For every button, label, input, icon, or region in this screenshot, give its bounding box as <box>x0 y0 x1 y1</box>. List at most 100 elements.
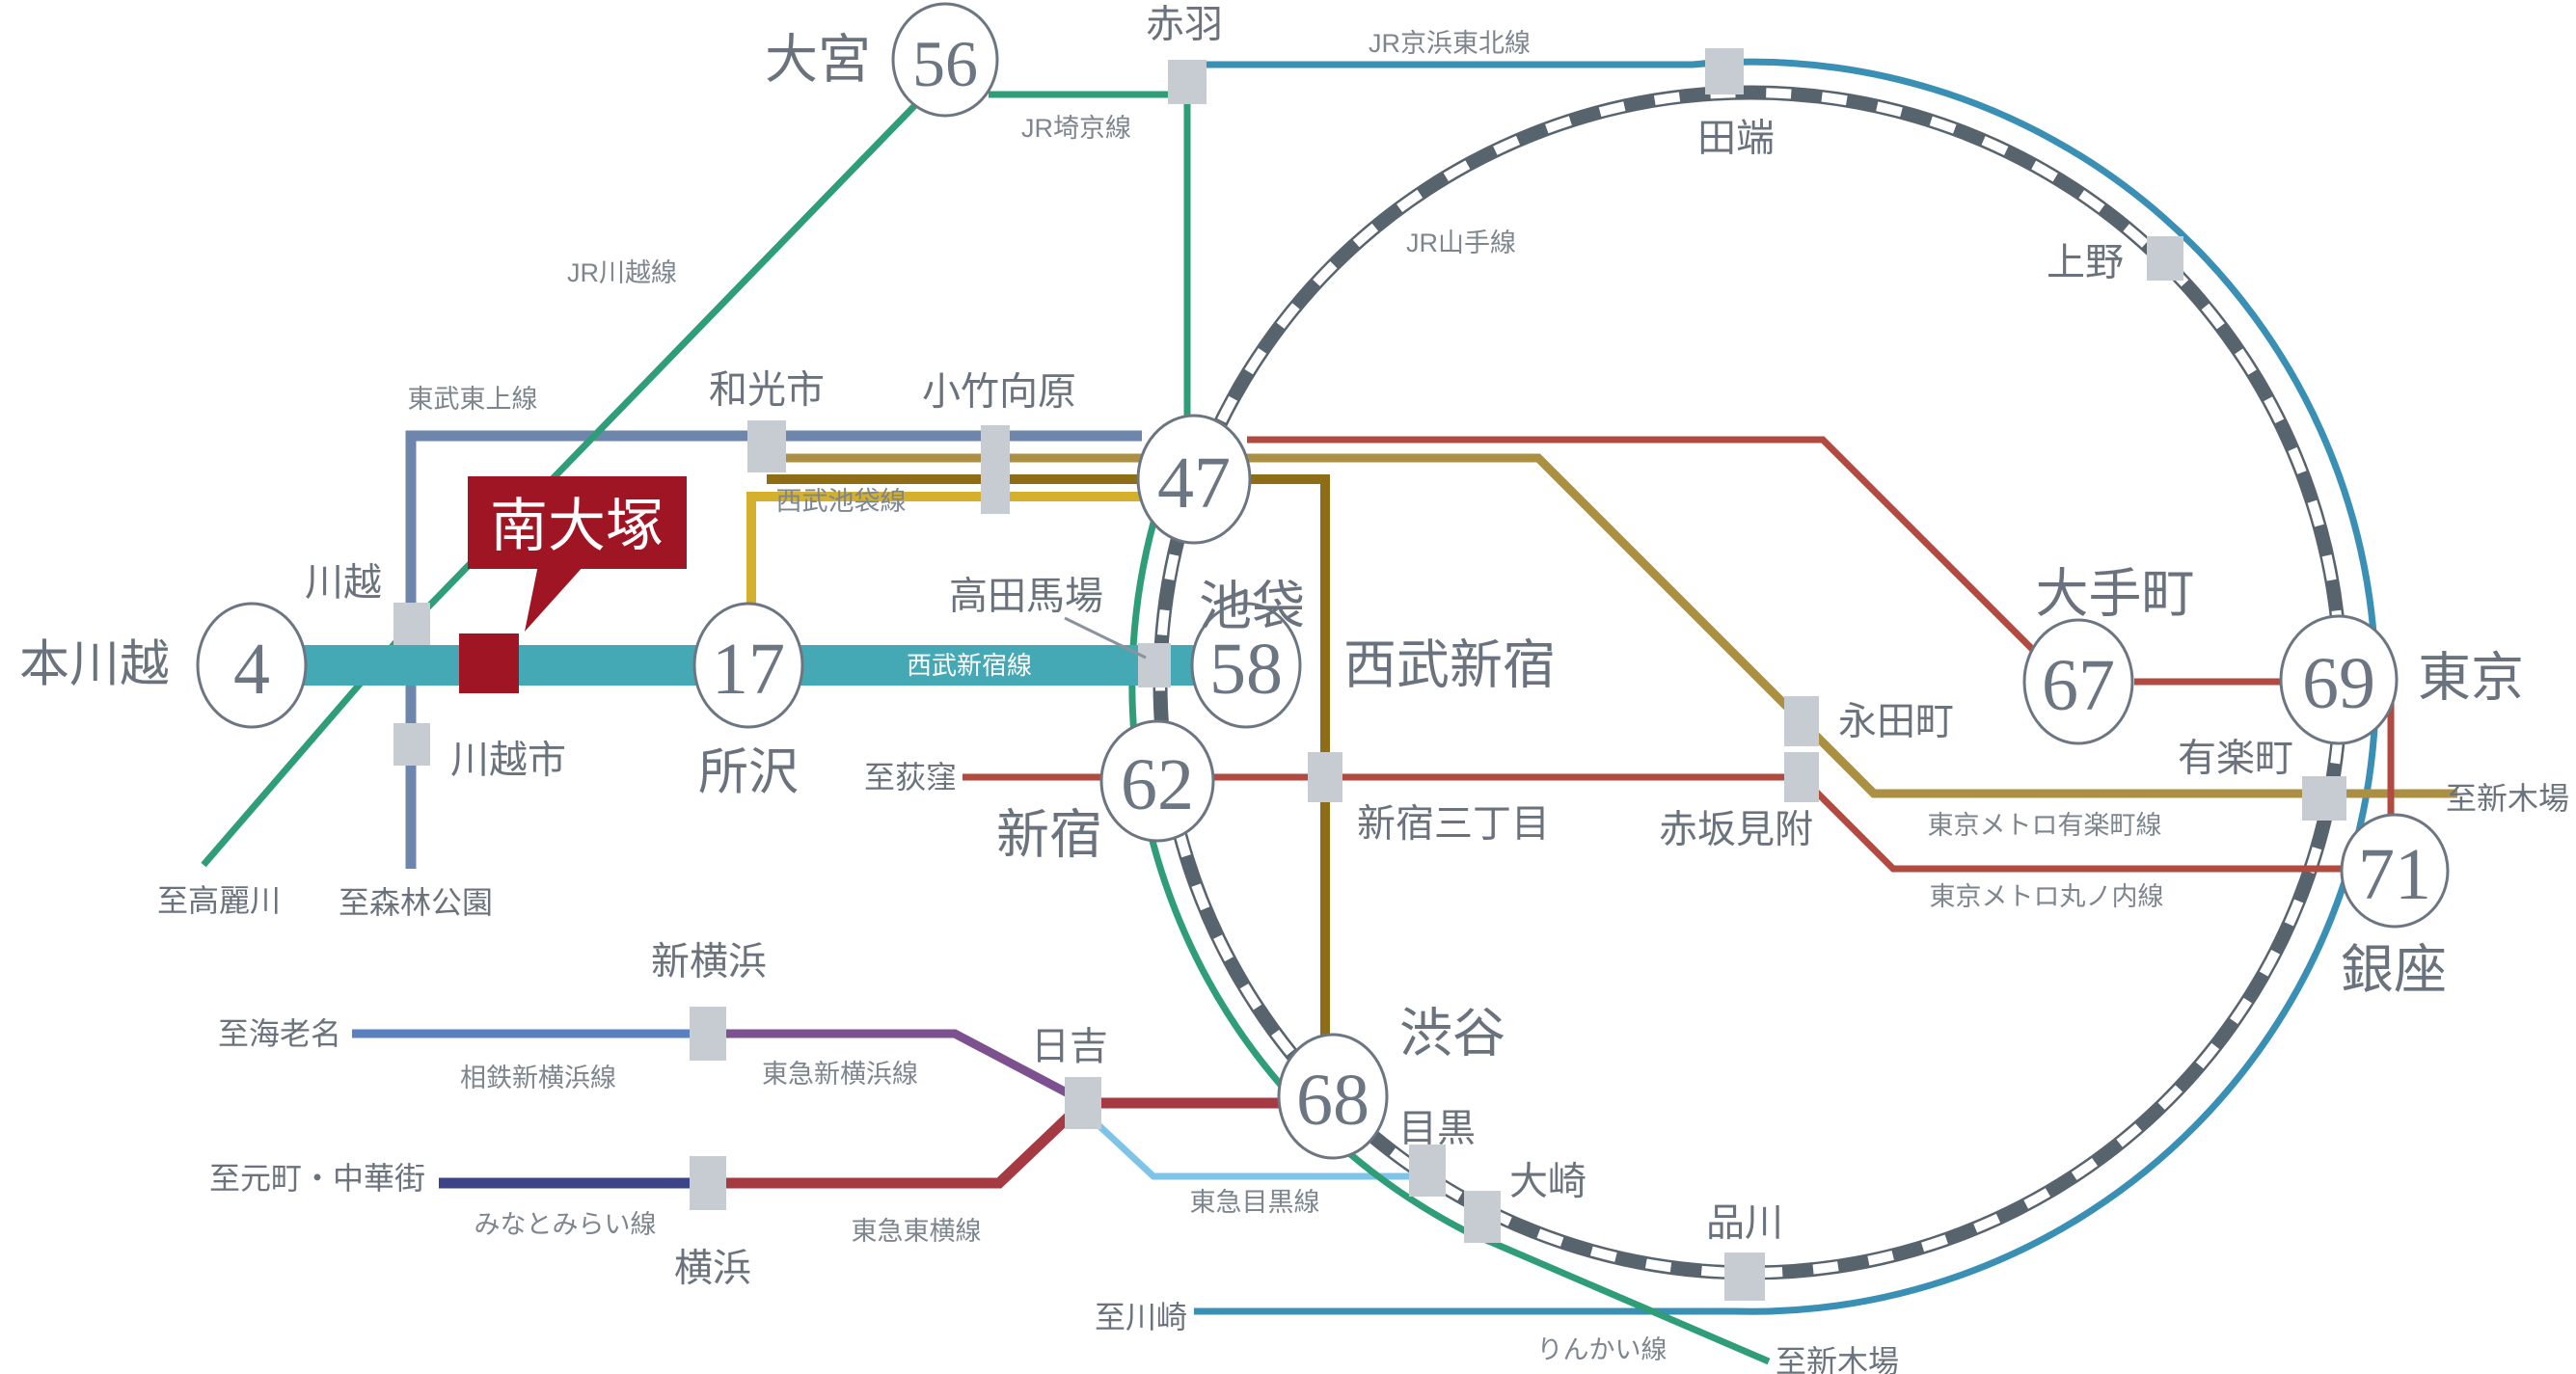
jr-kawagoe-label: JR川越線 <box>567 258 677 287</box>
callout-box <box>468 476 687 569</box>
shinjuku-sanchome-marker <box>1308 752 1342 802</box>
akasaka-mitsuke-label: 赤坂見附 <box>1659 808 1813 851</box>
hiyoshi-marker <box>1065 1077 1101 1129</box>
station-markers <box>393 48 2346 1301</box>
line-name-labels: JR川越線 JR埼京線 JR京浜東北線 JR山手線 東武東上線 西武池袋線 西武… <box>408 29 2164 1364</box>
station-labels: 大宮 赤羽 田端 上野 川越 川越市 本川越 和光市 小竹向原 池袋 高田馬場 … <box>19 3 2524 1290</box>
tokyu-meguro-label: 東急目黒線 <box>1190 1188 1320 1217</box>
kawagoe-shi-marker <box>393 723 430 766</box>
minatomirai-label: みなとみらい線 <box>475 1210 657 1239</box>
osaki-label: 大崎 <box>1509 1160 1586 1203</box>
callout-tail <box>525 565 584 632</box>
dest-kawasaki: 至川崎 <box>1095 1300 1187 1334</box>
time-hon-kawagoe: 4 <box>196 602 308 729</box>
time-value: 58 <box>1209 629 1283 710</box>
time-value: 47 <box>1157 443 1231 524</box>
yokohama-label: 横浜 <box>674 1247 751 1290</box>
metro-marunouchi-label: 東京メトロ丸ノ内線 <box>1930 882 2164 911</box>
time-seibu-shinjuku: 58 <box>1190 602 1302 729</box>
jr-yamanote-label: JR山手線 <box>1406 229 1516 257</box>
tokyu-toyoko-label: 東急東横線 <box>852 1217 982 1246</box>
dest-motomachi-chukagai: 至元町・中華街 <box>209 1161 425 1196</box>
dest-komagawa: 至高麗川 <box>157 883 281 918</box>
tabata-label: 田端 <box>1697 117 1775 160</box>
shin-yokohama-marker <box>690 1007 726 1061</box>
time-value: 67 <box>2042 645 2115 726</box>
time-value: 71 <box>2358 834 2431 915</box>
tokyu-shin-yokohama-label: 東急新横浜線 <box>762 1060 918 1089</box>
shin-yokohama-label: 新横浜 <box>651 940 767 983</box>
destination-labels: 至高麗川 至森林公園 至荻窪 至新木場 至海老名 至元町・中華街 至川崎 至新木… <box>157 760 2569 1374</box>
hiyoshi-label: 日吉 <box>1031 1025 1108 1068</box>
jr-saikyo-label: JR埼京線 <box>1021 114 1131 143</box>
dest-shin-kiba-east: 至新木場 <box>2446 781 2569 816</box>
dest-shinrin-koen: 至森林公園 <box>339 885 493 920</box>
osaki-marker <box>1464 1191 1501 1243</box>
meguro-marker <box>1409 1145 1446 1197</box>
jr-saikyo-rinkai-line <box>1128 96 1771 1365</box>
kotake-mukaihara-marker <box>981 425 1010 514</box>
meguro-label: 目黒 <box>1398 1107 1476 1150</box>
seibu-ikebukuro-line <box>746 492 1142 625</box>
time-ginza: 71 <box>2340 813 2450 929</box>
akasaka-mitsuke-marker <box>1784 752 1819 802</box>
tokyu-meguro-line <box>1080 1108 1411 1180</box>
yurakucho-marker <box>2302 776 2346 821</box>
time-otemachi: 67 <box>2022 618 2134 745</box>
tabata-marker <box>1705 48 1744 94</box>
nagatacho-marker <box>1784 696 1819 746</box>
shinagawa-marker <box>1724 1253 1765 1301</box>
time-value: 4 <box>233 629 270 710</box>
ueno-label: 上野 <box>2047 241 2124 284</box>
metro-marunouchi-line <box>963 436 2395 873</box>
akabane-marker <box>1168 60 1207 104</box>
hon-kawagoe-label: 本川越 <box>19 638 170 693</box>
nagatacho-label: 永田町 <box>1838 700 1954 743</box>
shinagawa-label: 品川 <box>1706 1201 1783 1245</box>
sotetsu-shin-yokohama-label: 相鉄新横浜線 <box>460 1064 616 1092</box>
time-circles: 4 17 56 47 58 62 67 68 <box>196 2 2450 1160</box>
ginza-label: 銀座 <box>2341 941 2447 1000</box>
kotake-mukaihara-label: 小竹向原 <box>922 370 1076 414</box>
akabane-label: 赤羽 <box>1146 3 1223 46</box>
dest-ogikubo: 至荻窪 <box>864 760 957 795</box>
time-omiya: 56 <box>891 2 999 118</box>
shinjuku-sanchome-label: 新宿三丁目 <box>1357 802 1550 846</box>
metro-fukutoshin-line <box>767 474 1330 1038</box>
ueno-marker <box>2147 236 2183 281</box>
tobu-tojo-label: 東武東上線 <box>408 385 538 414</box>
minami-otsuka-callout: 南大塚 <box>468 476 687 632</box>
wako-shi-label: 和光市 <box>709 368 825 412</box>
takadanobaba-label: 高田馬場 <box>949 575 1103 618</box>
otemachi-label: 大手町 <box>2035 565 2194 624</box>
time-value: 68 <box>1296 1060 1369 1141</box>
time-shinjuku: 62 <box>1099 719 1215 843</box>
time-tokorozawa: 17 <box>692 602 804 729</box>
seibu-ikebukuro-label: 西武池袋線 <box>776 487 907 516</box>
metro-yurakucho-label: 東京メトロ有楽町線 <box>1928 811 2162 840</box>
time-value: 69 <box>2302 643 2375 724</box>
rinkai-label: りんかい線 <box>1537 1335 1668 1364</box>
seibu-shinjuku-line-label: 西武新宿線 <box>907 651 1032 680</box>
time-ikebukuro: 47 <box>1136 414 1252 545</box>
shibuya-label: 渋谷 <box>1399 1005 1505 1064</box>
tokorozawa-label: 所沢 <box>698 746 799 801</box>
time-shibuya: 68 <box>1277 1033 1389 1160</box>
wako-shi-marker <box>747 420 786 472</box>
kawagoe-label: 川越 <box>305 561 382 605</box>
shinjuku-label: 新宿 <box>996 806 1102 865</box>
tokyu-shin-yokohama-line <box>726 1029 1080 1102</box>
time-value: 56 <box>912 27 978 100</box>
dest-shin-kiba-south: 至新木場 <box>1776 1344 1899 1374</box>
minami-otsuka-label: 南大塚 <box>490 495 664 558</box>
tokyu-toyoko-line <box>726 1097 1288 1189</box>
marunouchi-ogikubo-ginza <box>963 773 2344 873</box>
yokohama-marker <box>690 1156 726 1210</box>
ikebukuro-label: 池袋 <box>1199 578 1305 636</box>
time-tokyo: 69 <box>2279 614 2399 745</box>
dest-ebina: 至海老名 <box>218 1016 341 1051</box>
yurakucho-label: 有楽町 <box>2178 737 2293 780</box>
jr-keihin-tohoku-label: JR京浜東北線 <box>1369 29 1531 58</box>
